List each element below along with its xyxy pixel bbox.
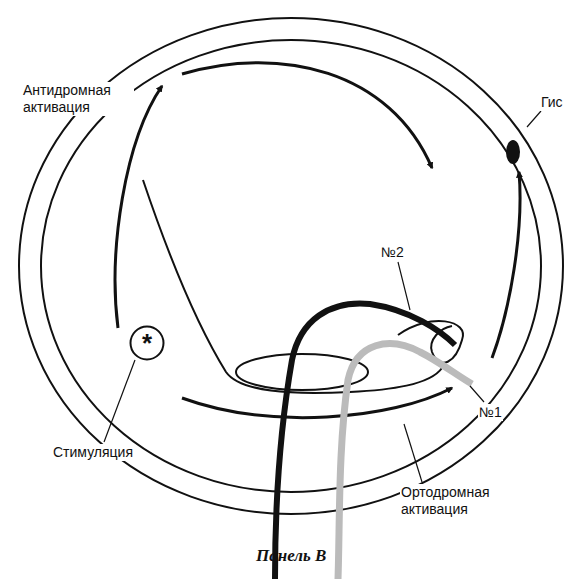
- callout-number: №2: [380, 244, 405, 261]
- antidromic-arrow: [115, 86, 162, 328]
- leader-line: [104, 360, 135, 442]
- top-arrow: [182, 63, 432, 168]
- region-label: Стимуляция: [52, 444, 134, 461]
- outer-ring: [19, 18, 563, 514]
- leader-line: [404, 424, 422, 482]
- stimulation-circle: *: [129, 325, 165, 361]
- his-arrow: [492, 172, 520, 358]
- catheter-1: [338, 344, 472, 579]
- his-bundle: [506, 140, 520, 164]
- caption: Панель В: [256, 546, 326, 566]
- part-label: Гис: [540, 94, 564, 111]
- leader-line: [398, 262, 410, 310]
- region-label: Антидромная активация: [22, 82, 134, 116]
- region-label: Ортодромная активация: [400, 484, 512, 518]
- leader-line: [527, 111, 541, 127]
- catheter-2: [275, 303, 455, 579]
- node-text: *: [129, 325, 165, 361]
- callout-number: №1: [478, 404, 503, 421]
- leader-line: [470, 386, 484, 402]
